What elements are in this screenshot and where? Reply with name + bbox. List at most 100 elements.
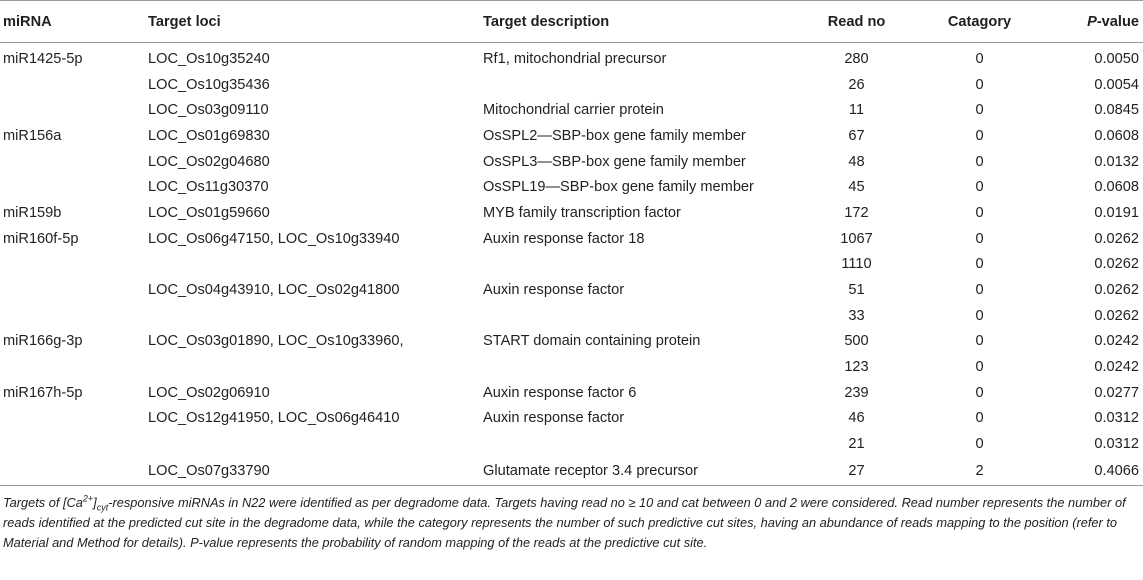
table-header: miRNA Target loci Target description Rea…: [0, 0, 1143, 43]
cell-mirna: [0, 354, 148, 380]
cell-p-value: 0.0845: [1094, 102, 1139, 119]
cell-target-loci: [148, 303, 483, 329]
cell-target-description: Mitochondrial carrier protein: [483, 102, 664, 119]
cell-target-loci: LOC_Os11g30370: [148, 179, 269, 196]
cell-read-no: 46: [848, 410, 865, 427]
cell-read-no: 172: [844, 204, 869, 221]
cell-read-no: 45: [848, 179, 865, 196]
cell-read-no: 280: [844, 50, 869, 67]
cell-target-description: [483, 354, 801, 380]
cell-read-no: 1110: [841, 256, 872, 273]
cell-target-description: [483, 72, 801, 98]
table-row: LOC_Os04g43910, LOC_Os02g41800 Auxin resp…: [0, 277, 1143, 303]
cell-p-value: 0.0132: [1094, 153, 1139, 170]
header-p-value-letter: P: [1087, 13, 1097, 30]
footnote-superscript: 2+: [82, 493, 94, 504]
cell-read-no: 27: [801, 457, 912, 486]
cell-category: 0: [975, 282, 984, 299]
cell-p-value: 0.0242: [1094, 333, 1139, 350]
footnote-bracket: ]: [93, 495, 97, 510]
cell-target-description: OsSPL3—SBP-box gene family member: [483, 153, 746, 170]
cell-target-description: Auxin response factor 18: [483, 230, 645, 247]
header-row: miRNA Target loci Target description Rea…: [0, 0, 1143, 43]
cell-target-loci: [148, 431, 483, 457]
cell-mirna: miR159b: [3, 204, 62, 221]
cell-p-value: 0.0054: [1094, 76, 1139, 93]
cell-mirna: [0, 72, 148, 98]
cell-read-no: 500: [844, 333, 869, 350]
footnote-prefix: Targets of [Ca: [3, 495, 83, 510]
cell-target-description: Glutamate receptor 3.4 precursor: [483, 457, 801, 486]
cell-p-value: 0.0277: [1094, 384, 1139, 401]
cell-target-description: [483, 252, 801, 278]
cell-read-no: 33: [848, 307, 865, 324]
cell-target-loci: LOC_Os01g69830: [148, 127, 270, 144]
cell-category: 0: [975, 127, 984, 144]
cell-mirna: miR160f-5p: [3, 230, 79, 247]
table-row: LOC_Os02g04680 OsSPL3—SBP-box gene family…: [0, 149, 1143, 175]
cell-target-description: Auxin response factor: [483, 282, 625, 299]
footnote-text: -responsive miRNAs in N22 were identifie…: [3, 495, 1126, 550]
cell-target-loci: LOC_Os04g43910, LOC_Os02g41800: [148, 282, 400, 299]
cell-category: 0: [975, 50, 984, 67]
cell-read-no: 1067: [840, 230, 873, 247]
header-read-no: Read no: [801, 0, 912, 43]
cell-category: 0: [975, 204, 984, 221]
cell-p-value: 0.0262: [1094, 230, 1139, 247]
header-p-value-suffix: -value: [1096, 13, 1139, 30]
table-footnote: Targets of [Ca2+]cyt-responsive miRNAs i…: [3, 493, 1140, 553]
cell-target-loci: [148, 354, 483, 380]
cell-category: 0: [975, 102, 984, 119]
cell-target-loci: LOC_Os01g59660: [148, 204, 270, 221]
cell-p-value: 0.4066: [1047, 457, 1143, 486]
cell-mirna: [0, 174, 148, 200]
header-target-loci: Target loci: [148, 0, 483, 43]
cell-target-description: START domain containing protein: [483, 333, 701, 350]
cell-p-value: 0.0050: [1094, 50, 1139, 67]
cell-mirna: [0, 252, 148, 278]
cell-target-description: Auxin response factor 6: [483, 384, 637, 401]
cell-read-no: 11: [848, 102, 865, 119]
cell-p-value: 0.0262: [1094, 282, 1139, 299]
cell-category: 0: [975, 333, 984, 350]
cell-target-description: OsSPL2—SBP-box gene family member: [483, 127, 746, 144]
cell-category: 0: [975, 410, 984, 427]
cell-target-loci: LOC_Os10g35240: [148, 50, 270, 67]
cell-category: 0: [975, 359, 984, 376]
cell-target-loci: LOC_Os07g33790: [148, 457, 483, 486]
cell-target-loci: [148, 252, 483, 278]
cell-category: 0: [975, 384, 984, 401]
table-row: LOC_Os11g30370 OsSPL19—SBP-box gene famil…: [0, 174, 1143, 200]
cell-target-loci: LOC_Os02g04680: [148, 153, 270, 170]
cell-target-description: [483, 303, 801, 329]
table-container: miRNA Target loci Target description Rea…: [0, 0, 1143, 553]
cell-category: 0: [975, 76, 984, 93]
cell-read-no: 48: [848, 153, 865, 170]
cell-mirna: [0, 149, 148, 175]
cell-target-description: [483, 431, 801, 457]
cell-category: 0: [975, 153, 984, 170]
targets-table: miRNA Target loci Target description Rea…: [0, 0, 1143, 486]
cell-target-loci: LOC_Os12g41950, LOC_Os06g46410: [148, 410, 400, 427]
cell-category: 0: [975, 256, 984, 273]
cell-p-value: 0.0242: [1094, 359, 1139, 376]
cell-target-description: OsSPL19—SBP-box gene family member: [483, 179, 754, 196]
cell-p-value: 0.0312: [1094, 436, 1139, 453]
cell-read-no: 123: [844, 359, 869, 376]
cell-read-no: 51: [848, 282, 865, 299]
cell-target-loci: LOC_Os02g06910: [148, 384, 270, 401]
footnote-subscript: cyt: [96, 502, 109, 513]
cell-p-value: 0.0262: [1094, 307, 1139, 324]
cell-mirna: [0, 303, 148, 329]
